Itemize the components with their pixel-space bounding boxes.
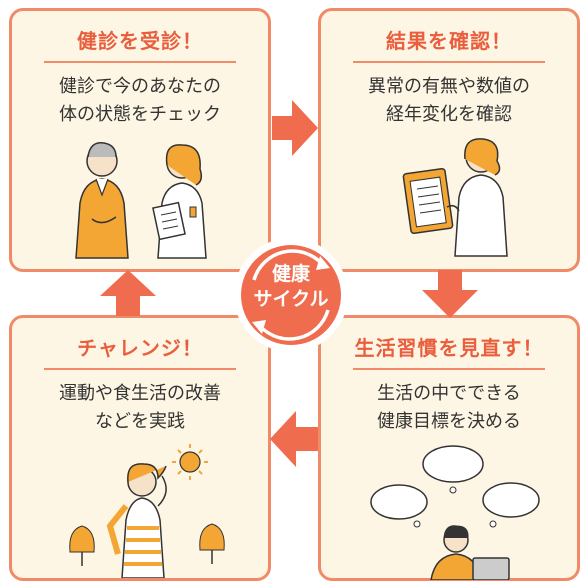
step-description: 生活の中でできる 健康目標を決める [331, 380, 567, 436]
exercising-person-illustration [69, 444, 225, 578]
cycle-label: 健康 サイクル [232, 262, 350, 312]
title-divider [353, 368, 545, 370]
title-divider [44, 61, 236, 63]
doctor-patient-illustration [75, 142, 207, 259]
title-divider [353, 61, 545, 63]
step-description-line: 運動や食生活の改善 [59, 383, 221, 404]
step-description: 健診で今のあなたの 体の状態をチェック [22, 73, 258, 129]
arrow-right-icon [272, 100, 318, 156]
step-description-line: 異常の有無や数値の [368, 76, 530, 97]
title-divider [44, 368, 236, 370]
step-title: 生活習慣を見直す！ [354, 336, 544, 360]
clipboard-checklist-illustration [402, 138, 508, 257]
step-description: 異常の有無や数値の 経年変化を確認 [331, 73, 567, 129]
thinking-person-illustration [370, 445, 540, 580]
step-description-line: 体の状態をチェック [59, 104, 221, 125]
step-card-review-lifestyle: 生活習慣を見直す！ 生活の中でできる 健康目標を決める [318, 315, 580, 581]
cycle-label-line: 健康 [271, 263, 310, 285]
step-description-line: などを実践 [95, 411, 185, 432]
arrow-up-icon [100, 270, 156, 316]
step-card-check-results: 結果を確認！ 異常の有無や数値の 経年変化を確認 [318, 8, 580, 272]
step-title: チャレンジ！ [77, 336, 203, 360]
step-description: 運動や食生活の改善 などを実践 [22, 380, 258, 436]
step-description-line: 健康目標を決める [377, 411, 521, 432]
step-title: 健診を受診！ [77, 29, 203, 53]
step-description-line: 健診で今のあなたの [59, 76, 221, 97]
step-title: 結果を確認！ [386, 29, 512, 53]
step-card-challenge: チャレンジ！ 運動や食生活の改善 などを実践 [9, 315, 271, 581]
arrow-left-icon [270, 411, 318, 467]
step-card-health-checkup: 健診を受診！ 健診で今のあなたの 体の状態をチェック [9, 8, 271, 272]
arrow-down-icon [422, 270, 478, 318]
step-description-line: 経年変化を確認 [386, 104, 512, 125]
cycle-badge-icon [234, 238, 348, 352]
cycle-label-line: サイクル [253, 288, 329, 310]
step-description-line: 生活の中でできる [377, 383, 521, 404]
